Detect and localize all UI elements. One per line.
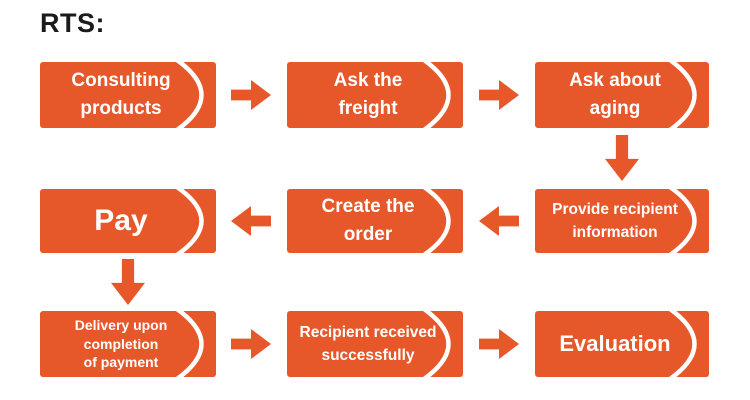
step-label: Pay bbox=[94, 204, 148, 237]
step-box-delivery-upon-payment: Delivery upon completion of payment bbox=[40, 311, 216, 377]
flow-arrow-right-icon bbox=[231, 80, 271, 110]
step-label: Ask the freight bbox=[333, 70, 403, 119]
paren-arc-icon bbox=[422, 189, 451, 253]
step-label: Consulting products bbox=[71, 70, 171, 119]
step-label: Provide recipient information bbox=[552, 200, 678, 241]
paren-arc-icon bbox=[175, 311, 204, 377]
flow-arrow-right-icon bbox=[479, 329, 519, 359]
step-label: Create the order bbox=[321, 196, 415, 245]
step-label: Ask about aging bbox=[569, 70, 661, 119]
step-box-evaluation: Evaluation bbox=[535, 311, 709, 377]
flow-arrow-down-icon bbox=[111, 259, 145, 305]
paren-arc-icon bbox=[175, 62, 204, 128]
paren-arc-icon bbox=[422, 62, 451, 128]
paren-arc-icon bbox=[668, 311, 697, 377]
flow-arrow-left-icon bbox=[231, 206, 271, 236]
step-box-create-order: Create the order bbox=[287, 189, 463, 253]
step-box-ask-aging: Ask about aging bbox=[535, 62, 709, 128]
step-box-pay: Pay bbox=[40, 189, 216, 253]
paren-arc-icon bbox=[175, 189, 204, 253]
step-box-ask-freight: Ask the freight bbox=[287, 62, 463, 128]
step-label: Delivery upon completion of payment bbox=[74, 317, 168, 371]
step-box-recipient-received: Recipient received successfully bbox=[287, 311, 463, 377]
flow-arrow-left-icon bbox=[479, 206, 519, 236]
step-box-provide-recipient-info: Provide recipient information bbox=[535, 189, 709, 253]
flow-arrow-right-icon bbox=[231, 329, 271, 359]
page-title: RTS: bbox=[40, 8, 105, 38]
step-label: Recipient received successfully bbox=[299, 323, 437, 364]
paren-arc-icon bbox=[668, 62, 697, 128]
flow-arrow-down-icon bbox=[605, 135, 639, 181]
paren-arc-icon bbox=[668, 189, 697, 253]
paren-arc-icon bbox=[422, 311, 451, 377]
flow-arrow-right-icon bbox=[479, 80, 519, 110]
step-box-consulting-products: Consulting products bbox=[40, 62, 216, 128]
step-label: Evaluation bbox=[559, 331, 671, 356]
